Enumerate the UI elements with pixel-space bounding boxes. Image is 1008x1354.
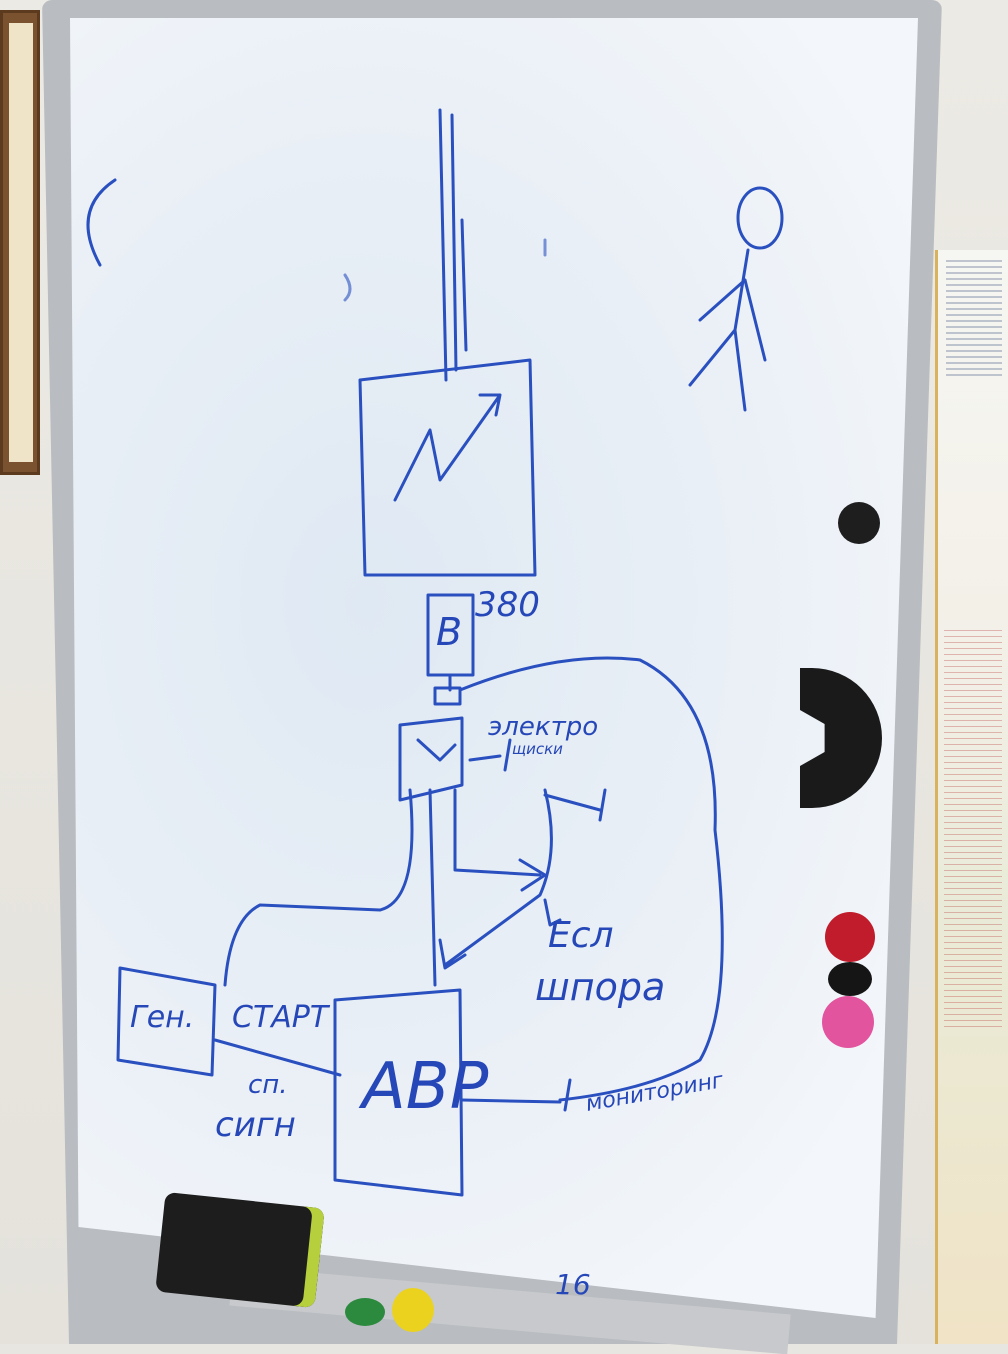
label-avr: АВР	[362, 1050, 489, 1124]
magnet-red-icon[interactable]	[825, 912, 875, 962]
magnet-pink-icon[interactable]	[822, 996, 874, 1048]
label-electric: электро	[488, 712, 599, 742]
zigzag-arrow	[393, 393, 502, 502]
label-stop-2: сигн	[215, 1105, 296, 1145]
pole-line-3	[460, 218, 468, 352]
tick-mark	[543, 788, 607, 822]
loop-line	[458, 656, 724, 1102]
map-table	[944, 630, 1002, 1030]
label-b: B	[436, 610, 463, 654]
shield-mark	[543, 898, 562, 927]
pole-line-2	[450, 113, 458, 372]
big-box	[358, 358, 537, 577]
eraser-icon[interactable]	[155, 1191, 325, 1309]
label-380: 380	[475, 585, 540, 625]
magnet-yellow-icon[interactable]	[392, 1288, 434, 1332]
magnet-green-icon[interactable]	[345, 1298, 385, 1326]
avr-box	[333, 988, 464, 1197]
arrow-right	[453, 788, 547, 892]
label-shield: Есл	[548, 915, 614, 956]
wall-map	[935, 250, 1008, 1344]
label-shield-2: шпора	[535, 965, 666, 1009]
pole-line	[438, 108, 448, 382]
gen-line	[213, 1038, 342, 1077]
vertical-line	[428, 788, 437, 987]
gen-box	[116, 966, 217, 1077]
picture-frame	[0, 10, 40, 475]
avr-line	[460, 1078, 572, 1112]
small-connector	[433, 686, 462, 706]
map-list	[946, 260, 1002, 380]
ghost-mark	[343, 273, 352, 302]
stick-figure	[688, 248, 767, 412]
switch-box	[398, 716, 464, 802]
label-start: СТАРТ	[232, 1000, 329, 1035]
dash-mark	[468, 738, 512, 772]
switch-symbol	[416, 738, 457, 762]
left-arc	[86, 178, 117, 267]
arrow-down	[438, 788, 553, 970]
label-electric-sub: щиски	[512, 740, 563, 758]
magnet-black-small-icon[interactable]	[828, 962, 872, 996]
label-stop: сп.	[248, 1070, 288, 1100]
curve-to-start	[223, 788, 414, 987]
figure-head	[736, 186, 784, 250]
magnet-black-icon[interactable]	[838, 502, 880, 544]
label-gen: Ген.	[130, 1000, 195, 1035]
